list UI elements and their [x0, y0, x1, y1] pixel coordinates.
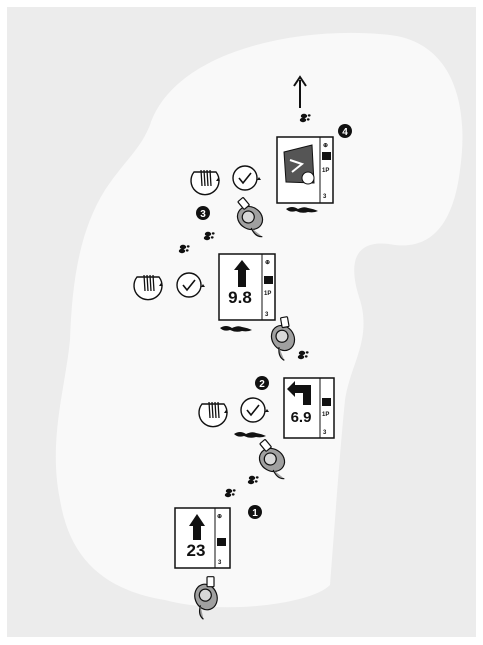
device-step-4: ⊕ 1P 3: [277, 137, 333, 203]
step-number-3: 3: [200, 209, 206, 220]
step-badge-4: 4: [338, 124, 352, 138]
device-step-1: 23 ⊕ 3: [175, 508, 230, 568]
svg-text:1P: 1P: [322, 412, 329, 418]
step-number-4: 4: [342, 127, 348, 138]
distance-step-3: 9.8: [228, 288, 252, 307]
distance-step-1: 23: [187, 541, 206, 560]
scale-mark: 1P: [322, 168, 329, 174]
step-number-2: 2: [259, 379, 265, 390]
step-badge-3: 3: [196, 206, 210, 220]
svg-text:⊕: ⊕: [265, 260, 270, 266]
svg-text:⊕: ⊕: [217, 514, 222, 520]
zoom-glyph: ⊕: [323, 143, 328, 149]
svg-text:1P: 1P: [264, 291, 271, 297]
step-badge-1: 1: [248, 505, 262, 519]
device-step-3: 9.8 ⊕ 1P 3: [219, 254, 275, 320]
step-number-1: 1: [252, 508, 258, 519]
step-badge-2: 2: [255, 376, 269, 390]
distance-step-2: 6.9: [291, 409, 312, 426]
device-step-2: 6.9 1P 3: [284, 378, 334, 438]
